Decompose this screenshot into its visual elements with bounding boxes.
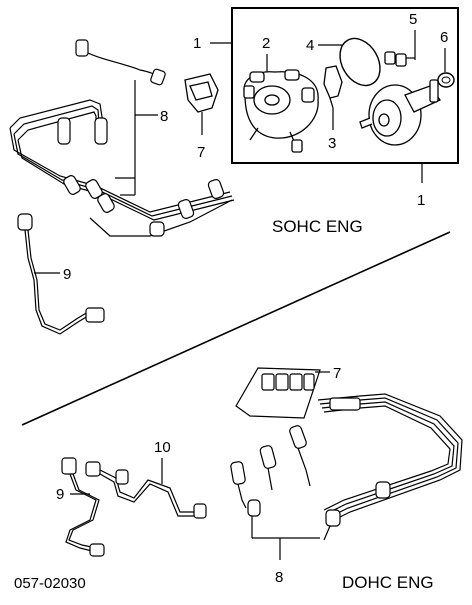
rotor-drawing[interactable]	[323, 65, 343, 109]
callout-2-label: 2	[262, 35, 270, 52]
spark-plug-wires-lower-drawing[interactable]	[230, 393, 463, 541]
sohc-engine-label: SOHC ENG	[272, 217, 363, 236]
callout-1-top[interactable]: 1	[193, 35, 232, 52]
callout-2[interactable]: 2	[262, 35, 270, 72]
callout-8-lower-label: 8	[275, 569, 283, 586]
catalog-code: 057-02030	[14, 575, 86, 592]
callout-8-upper[interactable]	[115, 80, 158, 196]
callout-9-lower-label: 9	[56, 486, 64, 503]
callout-6-label: 6	[440, 29, 448, 46]
callout-4-label: 4	[306, 37, 314, 54]
o-ring-drawing[interactable]	[332, 31, 388, 92]
callout-9-lower[interactable]: 9	[56, 486, 90, 503]
callout-3-label: 3	[328, 135, 336, 152]
callout-5-label: 5	[409, 11, 417, 28]
callout-9-upper[interactable]: 9	[34, 266, 71, 283]
sensor-harness-upper-drawing[interactable]	[17, 213, 105, 335]
spark-plug-wires-upper-drawing[interactable]	[9, 39, 235, 237]
callout-3[interactable]: 3	[328, 108, 336, 152]
callout-6[interactable]: 6	[440, 29, 448, 72]
sensor-harness-lower-drawing[interactable]	[61, 457, 105, 557]
ignition-coil-lower-drawing[interactable]	[235, 367, 321, 419]
callout-5[interactable]: 5	[406, 11, 417, 60]
distributor-housing-drawing[interactable]	[359, 51, 441, 146]
callout-7-lower-label: 7	[333, 365, 341, 382]
section-divider	[21, 231, 451, 426]
callout-9-upper-label: 9	[63, 266, 71, 283]
callout-1-top-label: 1	[193, 35, 201, 52]
sensor-wire-drawing[interactable]	[85, 461, 207, 519]
callout-7-lower[interactable]: 7	[315, 365, 341, 382]
callout-7-upper-label: 7	[197, 144, 205, 161]
callout-8-lower[interactable]	[251, 516, 320, 560]
callout-7-upper[interactable]: 7	[197, 112, 205, 161]
dohc-engine-label: DOHC ENG	[342, 573, 434, 592]
callout-1-bottom[interactable]: 1	[417, 163, 425, 209]
callout-10[interactable]: 10	[154, 439, 171, 484]
callout-4[interactable]: 4	[306, 37, 342, 54]
callout-1-bottom-label: 1	[417, 192, 425, 209]
distributor-assembly-frame	[231, 7, 459, 164]
ignition-coil-upper-drawing[interactable]	[184, 73, 219, 113]
callout-10-label: 10	[154, 439, 171, 456]
callout-8-upper-label: 8	[160, 108, 168, 125]
distributor-cap-drawing[interactable]	[243, 69, 319, 153]
seal-drawing[interactable]	[437, 72, 455, 88]
